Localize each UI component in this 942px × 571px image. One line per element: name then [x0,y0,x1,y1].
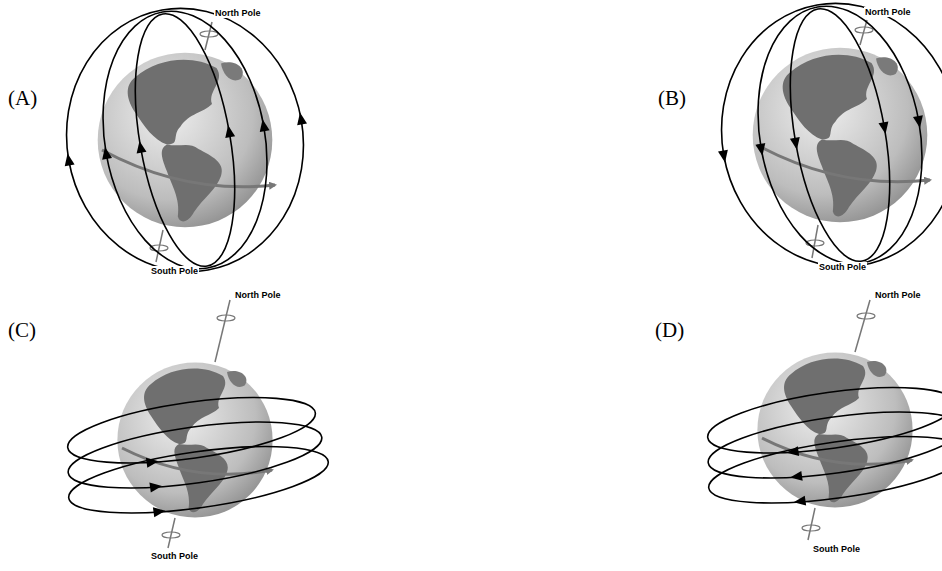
panel-letter: (A) [8,86,37,111]
pole-label: North Pole [234,290,282,300]
pole-label: North Pole [864,7,912,17]
pole-label: South Pole [150,551,199,561]
panel-letter: (D) [655,318,684,343]
pole-label: South Pole [812,544,861,554]
pole-label: South Pole [150,266,199,276]
pole-label: North Pole [874,290,922,300]
pole-label: North Pole [214,8,262,18]
panel-letter: (B) [658,86,686,111]
pole-label: South Pole [818,262,867,272]
panel-letter: (C) [8,318,36,343]
